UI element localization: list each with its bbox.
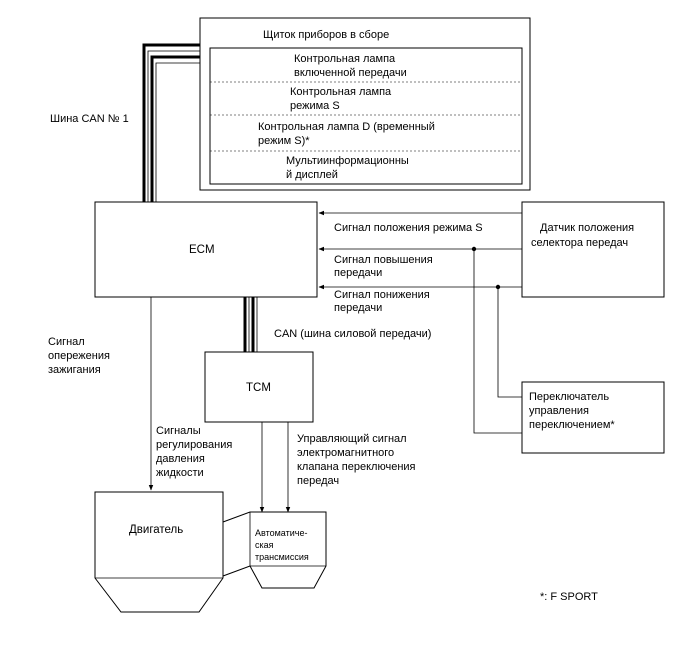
solenoid-label-line-3: клапана переключения [297,461,416,473]
tcm-box [204,351,314,423]
shift-switch-wiring [471,246,522,434]
instrument-cluster: Щиток приборов в сборе Контрольная лампа… [199,17,531,191]
cluster-title: Щиток приборов в сборе [263,29,389,41]
shift-switch-line-3: переключением* [529,419,615,431]
shift-sensor-box [521,201,665,298]
ignition-label-line-1: Сигнал [48,336,85,348]
tcm-label: TCM [246,382,271,394]
shift-sensor-line-2: селектора передач [531,237,628,249]
cluster-item-4-line-2: й дисплей [286,169,338,181]
solenoid-label-line-4: передач [297,475,339,487]
cluster-item-1-line-1: Контрольная лампа [294,53,396,65]
can1-bus [142,43,200,202]
transmission-line-3: трансмиссия [255,552,309,562]
shift-switch-line-2: управления [529,405,589,417]
pressure-label-line-3: давления [156,453,205,465]
downshift-label-line-2: передачи [334,302,382,314]
transmission-block [222,511,327,589]
cluster-inner-box [209,47,523,185]
ignition-label-line-3: зажигания [48,364,101,376]
transmission-line-2: ская [255,540,274,550]
s-mode-signal-label: Сигнал положения режима S [334,222,483,234]
cluster-item-3-line-1: Контрольная лампа D (временный [258,121,435,133]
ignition-label-line-2: опережения [48,350,110,362]
pressure-label-line-4: жидкости [156,467,204,479]
ecm-label: ECM [189,244,215,256]
shift-sensor-line-1: Датчик положения [540,222,634,234]
solenoid-label-line-1: Управляющий сигнал [297,433,407,445]
cluster-item-1-line-2: включенной передачи [294,67,407,79]
downshift-label-line-1: Сигнал понижения [334,289,430,301]
pressure-label-line-2: регулирования [156,439,232,451]
cluster-item-4-line-1: Мультиинформационны [286,155,409,167]
cluster-item-3-line-2: режим S)* [258,135,310,147]
can-powertrain-bus [243,297,258,352]
can-powertrain-label: CAN (шина силовой передачи) [274,328,431,340]
engine-label: Двигатель [129,524,183,536]
pressure-label-line-1: Сигналы [156,425,201,437]
solenoid-label-line-2: электромагнитного [297,447,394,459]
cluster-item-2-line-1: Контрольная лампа [290,86,392,98]
engine-block [94,491,224,613]
shift-switch-line-1: Переключатель [529,391,609,403]
upshift-label-line-1: Сигнал повышения [334,254,433,266]
shift-switch-box [521,381,665,454]
upshift-label-line-2: передачи [334,267,382,279]
ecm-box [94,201,318,298]
cluster-item-2-line-2: режима S [290,100,340,112]
transmission-line-1: Автоматиче- [255,528,307,538]
can1-bus-label: Шина CAN № 1 [50,113,129,125]
footnote: *: F SPORT [540,591,598,603]
